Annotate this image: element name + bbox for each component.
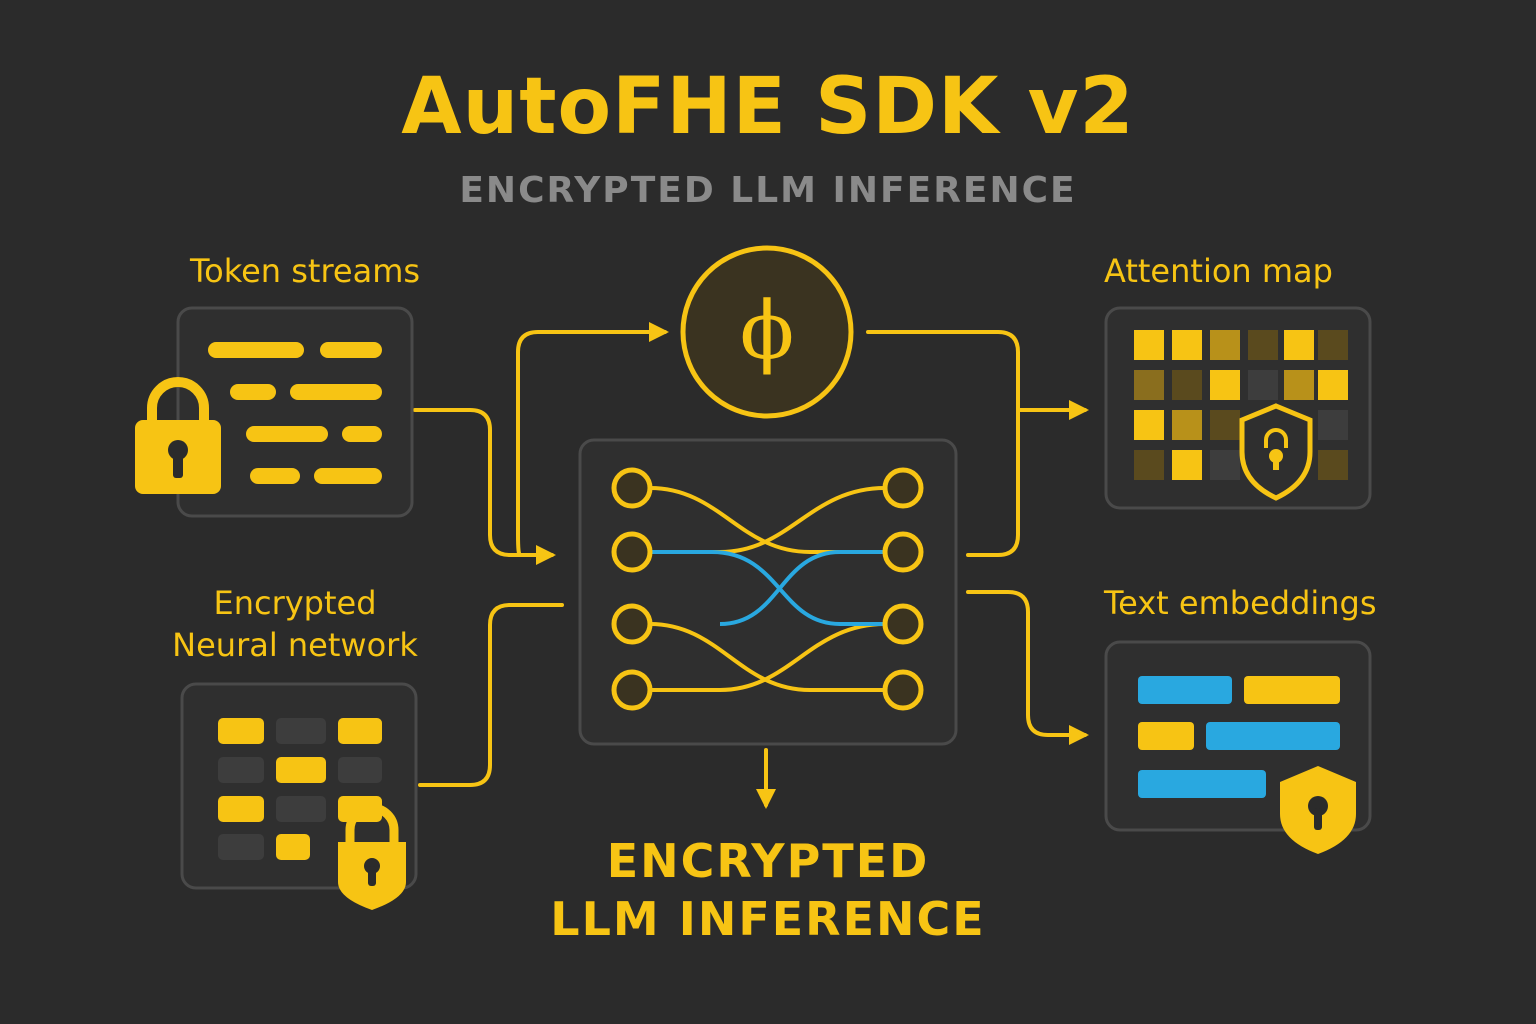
encrypted-nn-label-line1: Encrypted (213, 584, 377, 622)
token-streams-label: Token streams (190, 252, 421, 290)
shield-lock-icon (1280, 766, 1356, 854)
diagram-subtitle: ENCRYPTED LLM INFERENCE (459, 170, 1077, 211)
shield-lock-icon (1239, 403, 1313, 501)
output-label-line1: ENCRYPTED (606, 834, 930, 888)
token-lines (208, 342, 382, 484)
arrow-phi-to-attention (866, 330, 1020, 557)
phi-icon: ϕ (740, 284, 795, 377)
encrypted-nn-panel (180, 682, 418, 910)
attention-map-panel (1104, 306, 1372, 510)
output-label: ENCRYPTED LLM INFERENCE (0, 832, 1536, 948)
phi-circle (680, 245, 854, 419)
lock-icon (338, 803, 406, 910)
connectors (413, 322, 1089, 809)
diagram-title: AutoFHE SDK v2 (401, 62, 1135, 152)
arrow-nn-to-network (418, 603, 564, 787)
encrypted-nn-label: Encrypted Neural network (140, 582, 450, 666)
attention-map-label: Attention map (1104, 252, 1333, 290)
network-panel (578, 438, 958, 746)
arrow-network-to-embeddings (966, 590, 1089, 745)
embedding-bars (1138, 676, 1340, 798)
token-streams-panel (135, 306, 414, 518)
attention-grid (1134, 330, 1348, 480)
arrow-up-to-phi (516, 322, 669, 557)
arrow-token-to-network (413, 408, 556, 565)
output-label-line2: LLM INFERENCE (550, 892, 986, 946)
phi-node: ϕ (680, 245, 854, 419)
text-embeddings-label: Text embeddings (1104, 584, 1377, 622)
nn-grid (218, 718, 382, 860)
network-edges (649, 486, 886, 692)
text-embeddings-panel (1104, 640, 1372, 854)
network-nodes (611, 467, 924, 711)
lock-icon (135, 377, 221, 494)
encrypted-nn-label-line2: Neural network (172, 626, 418, 664)
